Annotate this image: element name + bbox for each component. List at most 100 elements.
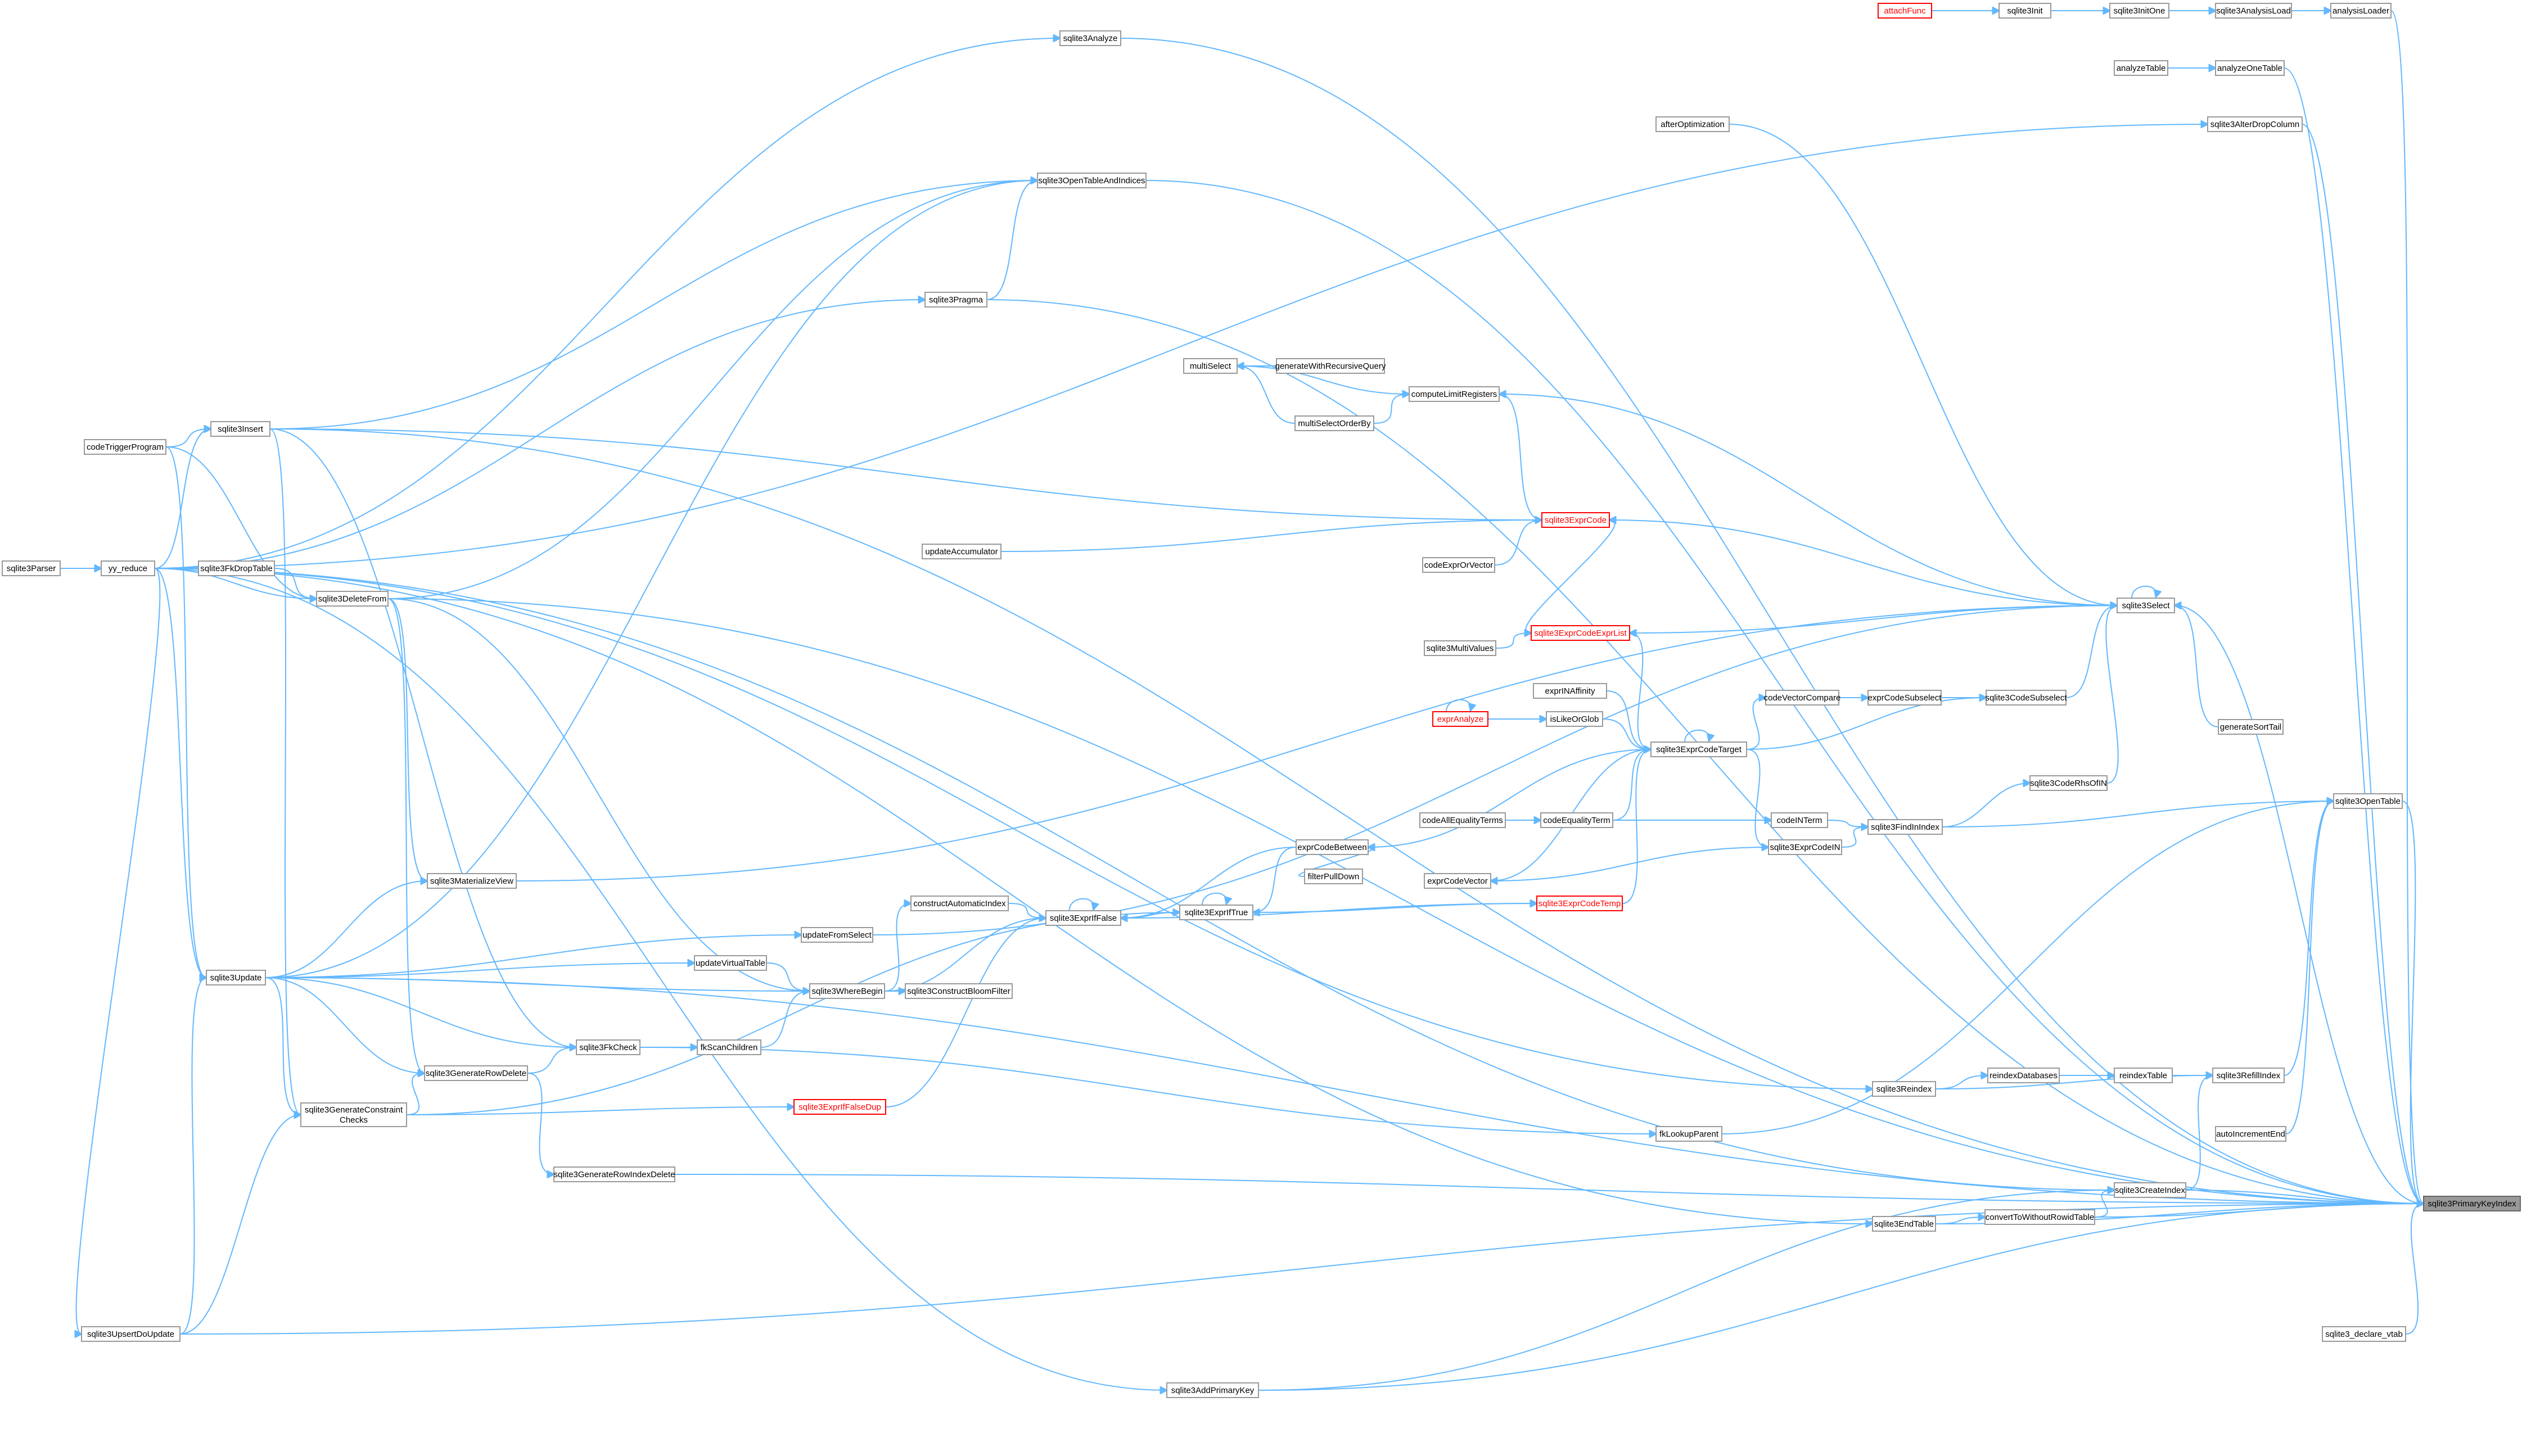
node-exprAnalyze[interactable]: exprAnalyze [1432,711,1488,727]
node-analyzeTable[interactable]: analyzeTable [2114,60,2168,76]
node-sqlite3MaterializeView[interactable]: sqlite3MaterializeView [427,873,517,889]
node-exprCodeSubselect[interactable]: exprCodeSubselect [1867,690,1942,706]
node-sqlite3CodeSubselect[interactable]: sqlite3CodeSubselect [1985,690,2067,706]
node-sqlite3Analyze[interactable]: sqlite3Analyze [1059,30,1121,46]
call-edge [1841,827,1868,848]
node-sqlite3UpsertDoUpdate[interactable]: sqlite3UpsertDoUpdate [81,1326,181,1342]
node-generateSortTail[interactable]: generateSortTail [2218,719,2284,735]
node-sqlite3AnalysisLoad[interactable]: sqlite3AnalysisLoad [2215,3,2292,19]
node-multiSelect[interactable]: multiSelect [1183,358,1238,374]
node-sqlite3Pragma[interactable]: sqlite3Pragma [924,292,987,308]
node-attachFunc[interactable]: attachFunc [1878,3,1932,19]
node-sqlite3FkCheck[interactable]: sqlite3FkCheck [576,1039,640,1055]
node-sqlite3DeleteFrom[interactable]: sqlite3DeleteFrom [316,591,389,607]
node-sqlite3Reindex[interactable]: sqlite3Reindex [1872,1081,1936,1097]
node-label: multiSelect [1190,361,1231,371]
node-reindexDatabases[interactable]: reindexDatabases [1987,1068,2060,1083]
node-sqlite3GenerateRowDelete[interactable]: sqlite3GenerateRowDelete [424,1065,528,1081]
node-sqlite3ExprCodeExprList[interactable]: sqlite3ExprCodeExprList [1531,625,1630,641]
node-sqlite3CodeRhsOfIN[interactable]: sqlite3CodeRhsOfIN [2029,775,2108,791]
node-sqlite3ExprIfTrue[interactable]: sqlite3ExprIfTrue [1179,905,1253,920]
node-sqlite3PrimaryKeyIndex[interactable]: sqlite3PrimaryKeyIndex [2423,1196,2521,1211]
node-generateWithRecursiveQuery[interactable]: generateWithRecursiveQuery [1275,358,1386,374]
node-sqlite3CreateIndex[interactable]: sqlite3CreateIndex [2114,1182,2186,1198]
node-sqlite3ExprCodeIN[interactable]: sqlite3ExprCodeIN [1768,839,1842,855]
node-label: sqlite3AnalysisLoad [2216,6,2291,16]
node-codeINTerm[interactable]: codeINTerm [1771,812,1828,828]
node-box [2215,1126,2286,1142]
node-box [1166,1382,1259,1398]
node-box [427,873,517,889]
node-label: constructAutomaticIndex [913,899,1006,908]
node-sqlite3InitOne[interactable]: sqlite3InitOne [2109,3,2169,19]
node-fkScanChildren[interactable]: fkScanChildren [697,1039,761,1055]
node-label: codeExprOrVector [1424,560,1494,570]
node-exprINAffinity[interactable]: exprINAffinity [1533,683,1607,699]
node-sqlite3ExprIfFalse[interactable]: sqlite3ExprIfFalse [1045,910,1121,926]
node-sqlite3ExprIfFalseDup[interactable]: sqlite3ExprIfFalseDup [793,1099,886,1115]
node-updateFromSelect[interactable]: updateFromSelect [801,927,873,943]
node-updateAccumulator[interactable]: updateAccumulator [922,544,1001,559]
node-codeTriggerProgram[interactable]: codeTriggerProgram [84,439,166,455]
node-constructAutomaticIndex[interactable]: constructAutomaticIndex [910,896,1009,911]
call-edge [2174,605,2219,727]
node-sqlite3RefillIndex[interactable]: sqlite3RefillIndex [2212,1068,2285,1083]
node-sqlite3AlterDropColumn[interactable]: sqlite3AlterDropColumn [2207,116,2303,132]
node-reindexTable[interactable]: reindexTable [2114,1068,2173,1083]
node-exprCodeVector[interactable]: exprCodeVector [1424,873,1491,889]
node-sqlite3Update[interactable]: sqlite3Update [206,970,266,985]
node-sqlite3OpenTableAndIndices[interactable]: sqlite3OpenTableAndIndices [1037,173,1147,188]
call-edge [154,568,206,978]
node-analyzeOneTable[interactable]: analyzeOneTable [2215,60,2285,76]
node-yy_reduce[interactable]: yy_reduce [101,560,155,576]
node-sqlite3MultiValues[interactable]: sqlite3MultiValues [1424,640,1496,656]
call-edge [265,977,576,1047]
node-afterOptimization[interactable]: afterOptimization [1655,116,1730,132]
node-label: exprCodeBetween [1297,843,1366,852]
node-sqlite3Insert[interactable]: sqlite3Insert [210,421,270,437]
node-convertToWithoutRowidTable[interactable]: convertToWithoutRowidTable [1984,1209,2095,1225]
node-fkLookupParent[interactable]: fkLookupParent [1655,1126,1722,1142]
node-sqlite3FindInIndex[interactable]: sqlite3FindInIndex [1867,819,1943,835]
node-sqlite3WhereBegin[interactable]: sqlite3WhereBegin [809,983,885,999]
node-codeEqualityTerm[interactable]: codeEqualityTerm [1540,812,1613,828]
node-sqlite3Select[interactable]: sqlite3Select [2117,598,2175,613]
node-box [1422,557,1495,573]
node-codeVectorCompare[interactable]: codeVectorCompare [1764,690,1841,706]
node-sqlite3_declare_vtab[interactable]: sqlite3_declare_vtab [2322,1326,2406,1342]
node-updateVirtualTable[interactable]: updateVirtualTable [694,955,767,971]
node-box [2322,1326,2406,1342]
call-edge [1121,847,1297,918]
call-edge [1008,903,1046,918]
node-sqlite3OpenTable[interactable]: sqlite3OpenTable [2333,793,2403,809]
node-sqlite3ConstructBloomFilter[interactable]: sqlite3ConstructBloomFilter [905,983,1013,999]
node-sqlite3FkDropTable[interactable]: sqlite3FkDropTable [198,560,275,576]
node-codeAllEqualityTerms[interactable]: codeAllEqualityTerms [1419,812,1506,828]
node-autoIncrementEnd[interactable]: autoIncrementEnd [2215,1126,2286,1142]
node-sqlite3Init[interactable]: sqlite3Init [1998,3,2051,19]
node-multiSelectOrderBy[interactable]: multiSelectOrderBy [1294,415,1374,431]
node-sqlite3GenerateRowIndexDelete[interactable]: sqlite3GenerateRowIndexDelete [553,1166,675,1182]
node-sqlite3ExprCodeTemp[interactable]: sqlite3ExprCodeTemp [1536,896,1623,911]
node-box [2109,3,2169,19]
node-analysisLoader[interactable]: analysisLoader [2330,3,2392,19]
node-sqlite3AddPrimaryKey[interactable]: sqlite3AddPrimaryKey [1166,1382,1259,1398]
node-box [1183,358,1238,374]
node-isLikeOrGlob[interactable]: isLikeOrGlob [1546,711,1603,727]
call-edge [165,446,206,978]
call-edge [154,300,925,569]
node-sqlite3Parser[interactable]: sqlite3Parser [2,560,61,576]
node-box [1304,869,1363,884]
node-filterPullDown[interactable]: filterPullDown [1304,869,1363,884]
node-box [1276,358,1385,374]
node-label: fkLookupParent [1659,1129,1719,1139]
node-sqlite3EndTable[interactable]: sqlite3EndTable [1872,1216,1936,1232]
node-sqlite3ExprCode[interactable]: sqlite3ExprCode [1541,512,1610,528]
node-sqlite3ExprCodeTarget[interactable]: sqlite3ExprCodeTarget [1650,741,1747,757]
node-computeLimitRegisters[interactable]: computeLimitRegisters [1409,386,1500,402]
node-codeExprOrVector[interactable]: codeExprOrVector [1422,557,1495,573]
node-label: filterPullDown [1308,872,1360,881]
node-exprCodeBetween[interactable]: exprCodeBetween [1296,839,1369,855]
